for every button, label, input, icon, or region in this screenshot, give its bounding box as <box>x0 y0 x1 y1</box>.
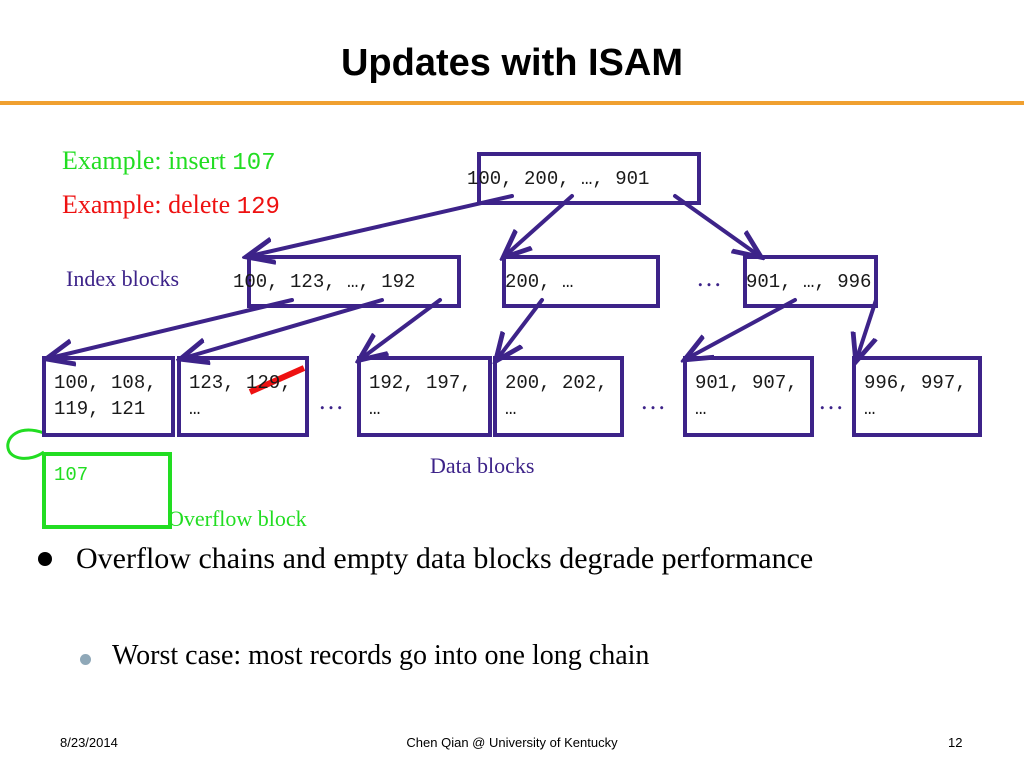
data-block-6-text: 996, 997,… <box>864 372 967 420</box>
slide-title: Updates with ISAM <box>340 42 684 84</box>
data-ellipsis-1: … <box>318 386 344 415</box>
overflow-chain-arc <box>6 428 45 460</box>
bullet-sub: Worst case: most records go into one lon… <box>112 640 650 671</box>
delete-strike-mark <box>248 365 306 395</box>
data-block-6 <box>852 356 982 437</box>
index-block-1-keys: 100, 123, …, 192 <box>233 271 416 293</box>
index-ellipsis: … <box>696 263 722 292</box>
sub-bullet-dot <box>80 654 91 665</box>
edge-index1-data2 <box>184 298 384 358</box>
data-block-1 <box>42 356 175 437</box>
delete-value: 129 <box>236 194 280 221</box>
data-block-1-text: 100, 108,119, 121 <box>54 372 157 420</box>
footer-date: 8/23/2014 <box>60 735 118 750</box>
footer-page-number: 12 <box>948 735 963 750</box>
insert-value: 107 <box>232 150 276 177</box>
data-block-5-text: 901, 907,… <box>695 372 798 420</box>
root-index-keys: 100, 200, …, 901 <box>467 168 650 190</box>
edge-index3-data6 <box>857 298 878 358</box>
data-block-3 <box>357 356 492 437</box>
title-divider <box>0 101 1024 105</box>
overflow-block-value: 107 <box>54 464 89 486</box>
overflow-block <box>42 452 172 529</box>
index-block-2-keys: 200, … <box>505 271 574 293</box>
index-block-3-keys: 901, …, 996 <box>746 271 872 293</box>
edge-root-index1 <box>250 194 514 256</box>
data-blocks-label: Data blocks <box>430 453 535 478</box>
data-block-2 <box>177 356 309 437</box>
data-block-5 <box>683 356 814 437</box>
data-ellipsis-2: … <box>640 386 666 415</box>
edge-index3-data5 <box>688 298 797 358</box>
data-block-2-text: 123, 129,… <box>189 372 292 420</box>
edge-root-index2 <box>506 194 574 255</box>
data-ellipsis-3: … <box>818 386 844 415</box>
example-insert: Example: insert 107 <box>62 146 276 177</box>
index-block-1 <box>247 255 461 308</box>
footer-author: Chen Qian @ University of Kentucky <box>406 735 618 750</box>
example-delete: Example: delete 129 <box>62 190 280 221</box>
index-blocks-label: Index blocks <box>66 266 180 291</box>
edge-index2-data4 <box>498 298 544 358</box>
root-index-block <box>477 152 701 205</box>
index-block-2 <box>502 255 660 308</box>
insert-label: Example: insert <box>62 146 226 175</box>
delete-label: Example: delete <box>62 190 231 219</box>
data-block-4-text: 200, 202,… <box>505 372 608 420</box>
bullet-main: Overflow chains and empty data blocks de… <box>76 542 814 575</box>
data-block-4 <box>493 356 624 437</box>
index-block-3 <box>743 255 878 308</box>
edge-index1-data1 <box>50 298 294 358</box>
bullet-dot <box>38 552 52 566</box>
edge-root-index3 <box>673 194 758 255</box>
data-block-3-text: 192, 197,… <box>369 372 472 420</box>
edge-index1-data3 <box>362 298 442 358</box>
overflow-block-label: Overflow block <box>168 506 307 531</box>
